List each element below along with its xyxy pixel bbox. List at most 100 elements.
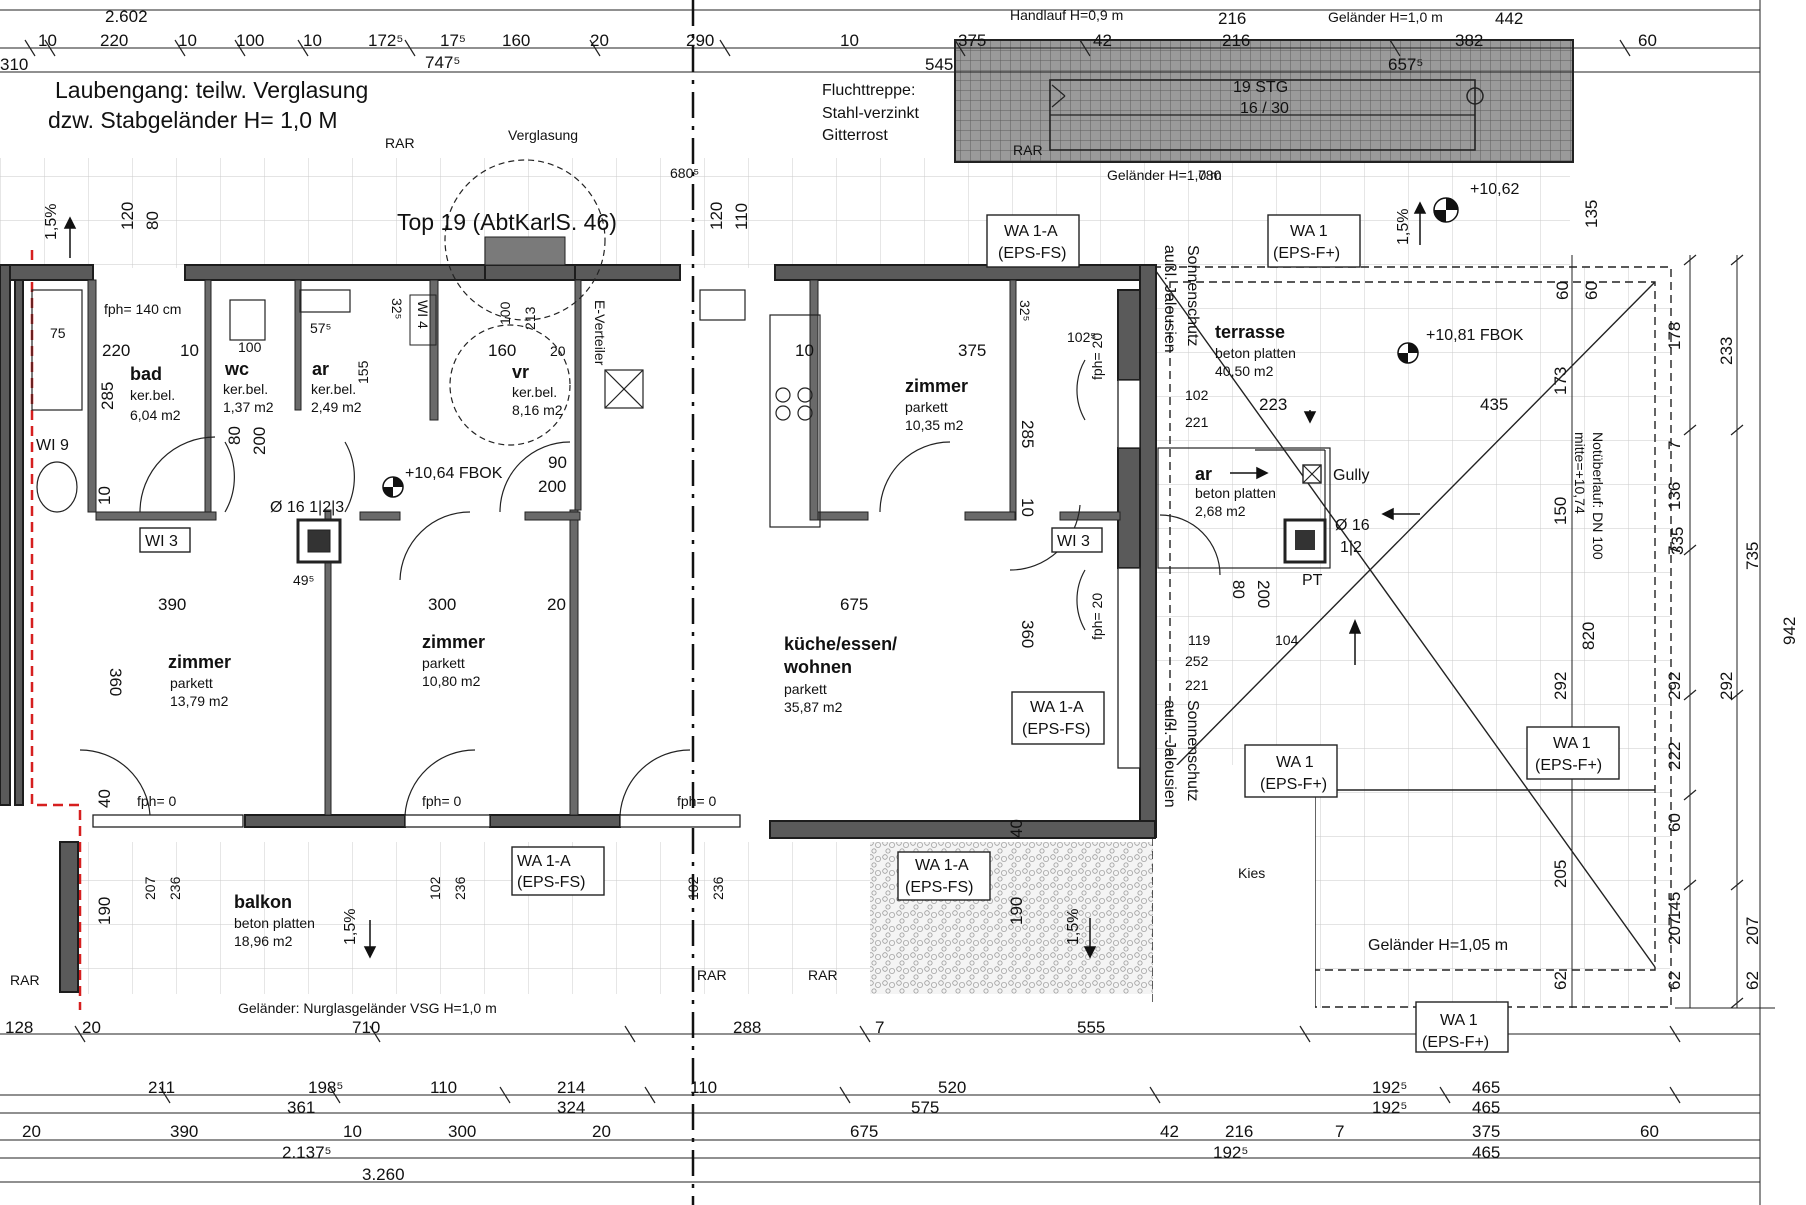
svg-text:zimmer: zimmer (905, 376, 968, 396)
svg-text:310: 310 (0, 55, 28, 74)
door-swings (79, 359, 1221, 816)
tag-rar-5: RAR (808, 967, 838, 983)
tag-wa1a-4: WA 1-A (915, 857, 969, 874)
tag-wi3-2: WI 3 (1057, 533, 1090, 550)
tag-wi9: WI 9 (36, 437, 69, 454)
note-e-verteiler: E-Verteiler (592, 300, 608, 366)
note-notueberlauf-2: mitte=+10,74 (1572, 432, 1588, 514)
svg-text:10: 10 (180, 341, 199, 360)
svg-text:221: 221 (1185, 414, 1209, 430)
balcony-tiles (70, 842, 870, 994)
svg-text:155: 155 (355, 360, 371, 384)
svg-text:102: 102 (1185, 387, 1209, 403)
svg-text:zimmer: zimmer (168, 652, 231, 672)
room-ar: ar ker.bel. 2,49 m2 (311, 359, 362, 415)
svg-text:520: 520 (938, 1078, 966, 1097)
tag-wa1-4: WA 1 (1440, 1012, 1478, 1029)
svg-text:2,68 m2: 2,68 m2 (1195, 503, 1246, 519)
note-handlauf: Handlauf H=0,9 m (1010, 7, 1123, 23)
svg-text:252: 252 (1185, 653, 1209, 669)
svg-text:60: 60 (1582, 281, 1601, 300)
room-balkon: balkon beton platten 18,96 m2 (234, 892, 315, 949)
svg-text:parkett: parkett (422, 655, 465, 671)
windows (92, 379, 1141, 828)
tag-epsfs-4: (EPS-FS) (905, 879, 973, 896)
svg-text:60: 60 (1553, 281, 1572, 300)
svg-text:10: 10 (343, 1122, 362, 1141)
svg-text:172⁵: 172⁵ (368, 31, 403, 50)
svg-text:ker.bel.: ker.bel. (130, 387, 175, 403)
svg-text:110: 110 (732, 203, 751, 230)
tag-rar-3: RAR (10, 972, 40, 988)
svg-text:300: 300 (428, 595, 456, 614)
svg-text:160: 160 (488, 341, 516, 360)
tag-fph20-1: fph= 20 (1089, 333, 1105, 380)
svg-text:110: 110 (430, 1078, 457, 1097)
wi-box (409, 294, 437, 346)
note-flucht-1: Fluchttreppe: (822, 82, 915, 99)
svg-text:233: 233 (1717, 337, 1736, 365)
room-wc: wc ker.bel. 1,37 m2 (223, 359, 274, 415)
level-markers (382, 197, 1459, 498)
svg-text:207: 207 (142, 876, 158, 900)
svg-text:178: 178 (1665, 322, 1684, 350)
svg-text:361: 361 (287, 1098, 315, 1117)
note-gelaender-mid: Geländer H=1,0 m (1107, 167, 1222, 183)
dim-bottom: 128 20 710 288 7 555 211 198⁵ 110 214 11… (5, 1018, 1659, 1184)
tag-rar-2: RAR (1013, 142, 1043, 158)
svg-text:beton platten: beton platten (1195, 485, 1276, 501)
svg-text:parkett: parkett (784, 681, 827, 697)
svg-text:102⁵: 102⁵ (1067, 329, 1096, 345)
tag-epsf-1: (EPS-F+) (1273, 245, 1340, 262)
svg-text:80: 80 (1229, 580, 1248, 599)
svg-text:10: 10 (1018, 498, 1037, 517)
svg-text:207: 207 (1743, 917, 1762, 945)
note-laubengang-2: dzw. Stabgeländer H= 1,0 M (48, 107, 338, 133)
tag-rar-1: RAR (385, 135, 415, 151)
svg-text:198⁵: 198⁵ (308, 1078, 343, 1097)
svg-text:465: 465 (1472, 1078, 1500, 1097)
svg-text:360: 360 (1018, 620, 1037, 648)
svg-text:100: 100 (497, 301, 513, 325)
room-zimmer-1: zimmer parkett 10,35 m2 (905, 376, 968, 433)
vr-arc (449, 324, 571, 446)
svg-text:100: 100 (238, 339, 262, 355)
svg-text:360: 360 (106, 668, 125, 696)
svg-text:205: 205 (1551, 860, 1570, 888)
svg-text:675: 675 (840, 595, 868, 614)
svg-text:735: 735 (1743, 542, 1762, 570)
svg-text:80: 80 (225, 426, 244, 445)
svg-text:222: 222 (1665, 742, 1684, 770)
svg-text:20: 20 (592, 1122, 611, 1141)
svg-text:200: 200 (250, 427, 269, 455)
slope-2: 1,5% (1395, 209, 1412, 245)
tag-frames (139, 214, 1620, 1053)
room-vr: vr ker.bel. 8,16 m2 (512, 362, 563, 418)
svg-text:216: 216 (1218, 9, 1246, 28)
dim-right: 178 7 136 7 292 222 60 145 207 62 233 33… (1551, 322, 1799, 990)
svg-text:192⁵: 192⁵ (1372, 1098, 1407, 1117)
svg-text:42: 42 (1160, 1122, 1179, 1141)
note-notueberlauf-1: Notüberlauf: DN 100 (1590, 432, 1606, 560)
svg-text:211: 211 (148, 1078, 175, 1097)
svg-text:223: 223 (1259, 395, 1287, 414)
svg-text:7: 7 (1335, 1122, 1344, 1141)
svg-text:292: 292 (1551, 672, 1570, 700)
svg-text:292: 292 (1665, 672, 1684, 700)
tag-epsfs-1: (EPS-FS) (998, 245, 1066, 262)
svg-text:119: 119 (1188, 632, 1211, 648)
svg-text:192⁵: 192⁵ (1213, 1143, 1248, 1162)
tag-epsf-2: (EPS-F+) (1260, 776, 1327, 793)
tag-rar-4: RAR (697, 967, 727, 983)
svg-text:ker.bel.: ker.bel. (311, 381, 356, 397)
svg-text:104: 104 (1275, 632, 1299, 648)
top-label: Top 19 (AbtKarlS. 46) (397, 209, 617, 235)
svg-text:110: 110 (690, 1078, 717, 1097)
svg-text:657⁵: 657⁵ (1388, 55, 1423, 74)
svg-text:90: 90 (548, 453, 567, 472)
note-gully: Gully (1333, 467, 1369, 484)
svg-text:390: 390 (158, 595, 186, 614)
svg-text:236: 236 (167, 876, 183, 900)
note-sonnenschutz-2a: Sonnenschutz (1184, 700, 1201, 801)
note-sonnenschutz-2b: außl. Jalousien (1161, 700, 1178, 808)
